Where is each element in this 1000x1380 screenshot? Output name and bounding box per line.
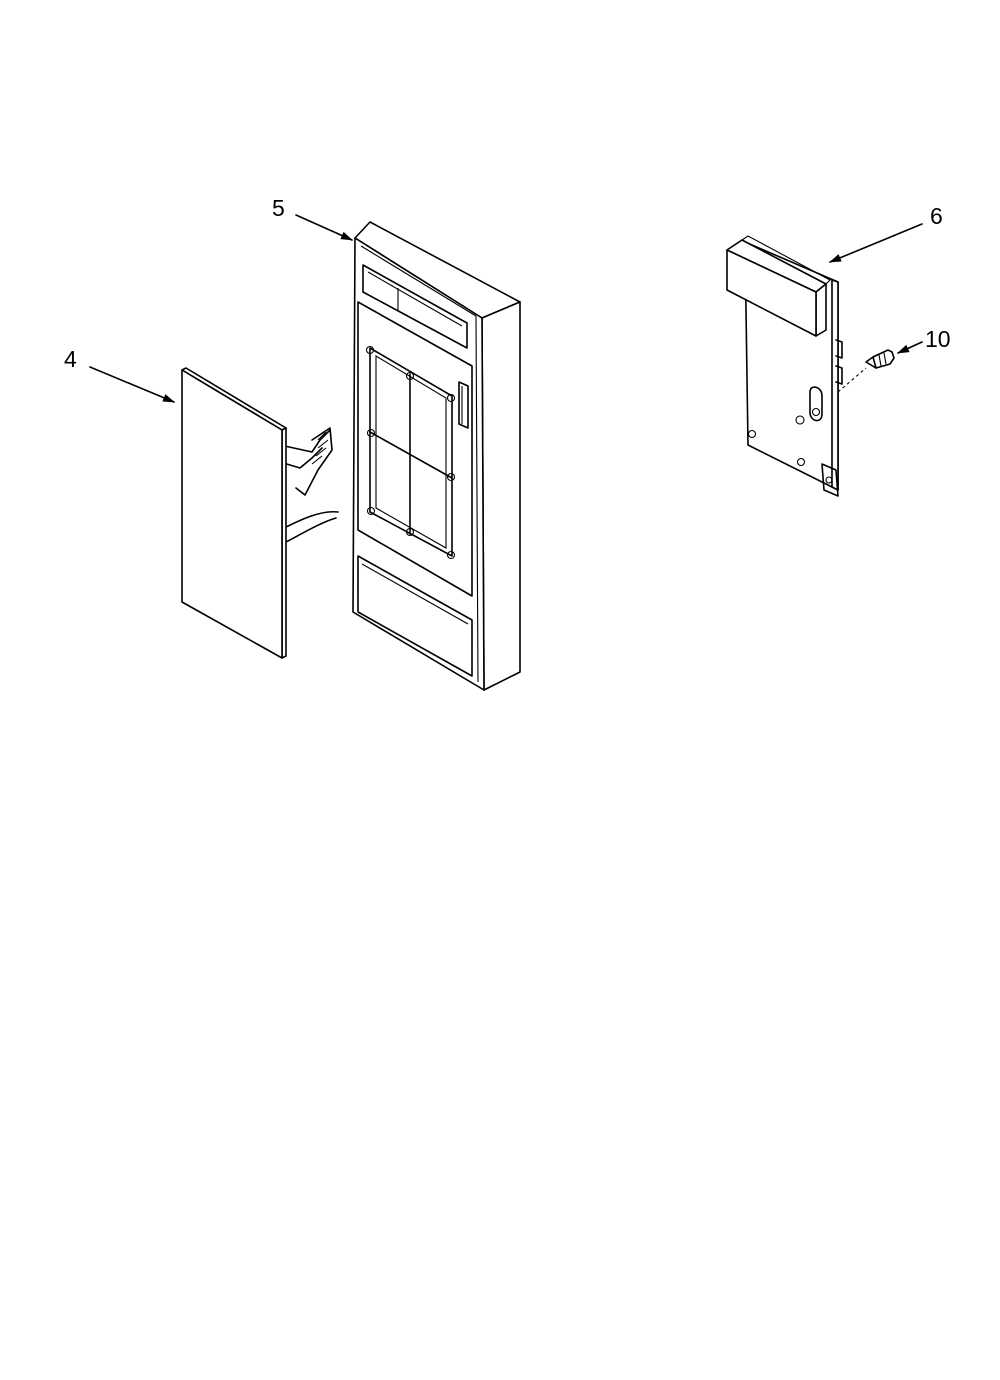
- callout-5: 5: [272, 195, 285, 221]
- part-6-bracket: [726, 235, 843, 497]
- keypad-frame: [365, 345, 456, 560]
- part-4-panel: [181, 367, 339, 659]
- callout-6: 6: [930, 203, 943, 229]
- part-10-screw: [837, 349, 895, 393]
- leader-line-10: [897, 341, 923, 354]
- callout-10: 10: [925, 326, 951, 352]
- leader-line-6: [829, 223, 923, 263]
- ribbon-cable: [279, 427, 339, 543]
- leader-line-4: [89, 366, 175, 403]
- callout-4: 4: [64, 346, 77, 372]
- part-5-housing: [352, 221, 521, 691]
- leader-lines: [89, 214, 923, 403]
- leader-line-5: [295, 214, 353, 241]
